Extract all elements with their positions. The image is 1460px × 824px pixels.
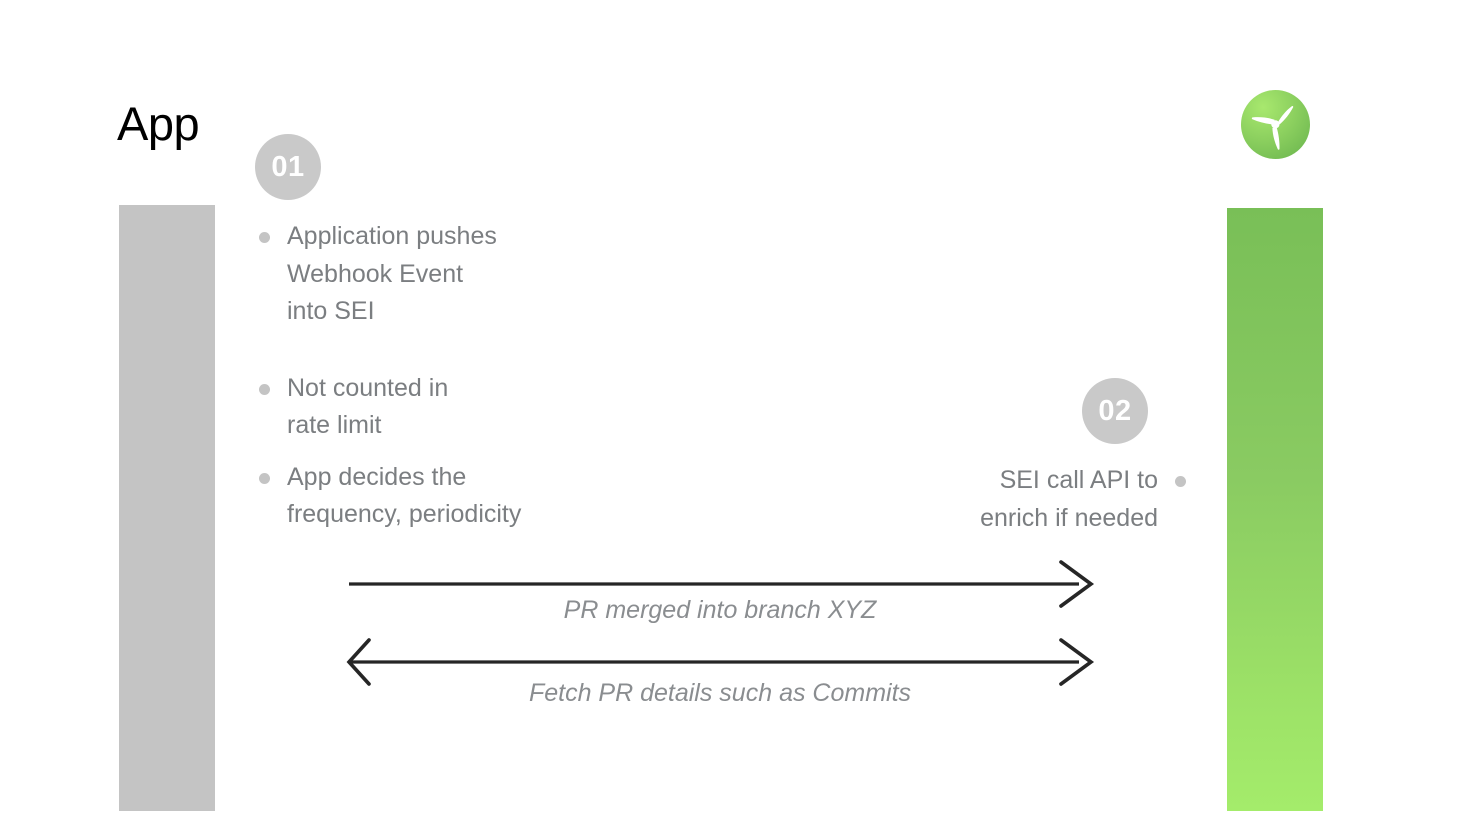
sei-propeller-logo-icon (1240, 89, 1311, 160)
bullet-line: SEI call API to (999, 466, 1158, 494)
message-arrow-fetch-pr-details (346, 638, 1095, 686)
bullet-line: App decides the (287, 462, 467, 491)
bullet-dot-icon (259, 232, 270, 243)
step-badge-01: 01 (255, 134, 321, 200)
list-item: App decides the frequency, periodicity (255, 459, 685, 534)
app-bullet-list: Application pushes Webhook Event into SE… (255, 218, 685, 534)
message-label-pr-merged: PR merged into branch XYZ (563, 596, 877, 624)
list-item: SEI call API to enrich if needed (820, 462, 1190, 537)
bullet-line: Application pushes (287, 222, 497, 250)
bullet-line: rate limit (287, 411, 382, 439)
sei-bullet-list: SEI call API to enrich if needed (820, 462, 1190, 537)
app-lifeline-bar (119, 205, 215, 811)
bullet-line: enrich if needed (980, 503, 1158, 532)
bullet-line: into SEI (287, 297, 375, 325)
page-title: App (117, 97, 200, 150)
bullet-dot-icon (259, 472, 270, 484)
step-badge-02: 02 (1082, 378, 1148, 444)
bullet-dot-icon (259, 383, 270, 395)
sei-lifeline-bar (1227, 208, 1323, 811)
bullet-line: Not counted in (287, 373, 449, 402)
bullet-line: Webhook Event (287, 259, 464, 288)
bullet-dot-icon (1175, 476, 1186, 487)
list-item: Not counted in rate limit (255, 370, 685, 445)
list-item: Application pushes Webhook Event into SE… (255, 218, 685, 331)
message-label-fetch-pr-details: Fetch PR details such as Commits (528, 679, 912, 707)
bullet-line: frequency, periodicity (287, 500, 522, 528)
